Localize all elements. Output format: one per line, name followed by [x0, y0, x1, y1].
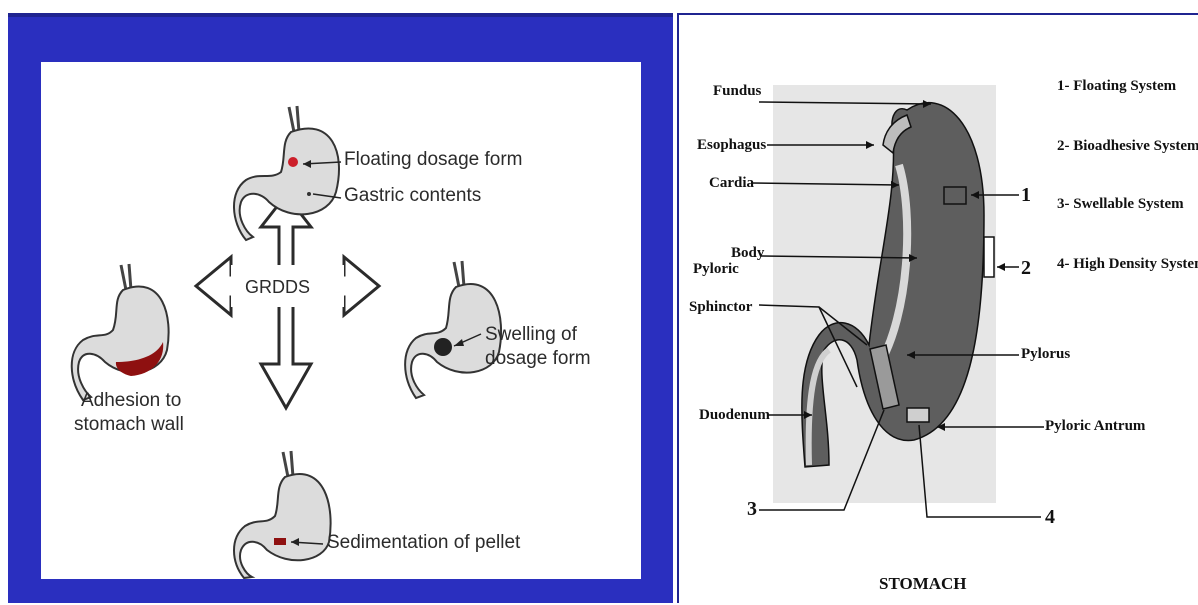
body-label: Body: [731, 245, 764, 262]
stomach-sedimentation-illustration: [234, 451, 331, 578]
stomach-adhesion-illustration: [72, 264, 169, 400]
grdds-drawing: [41, 62, 641, 579]
adhesion-label-line1: Adhesion to: [81, 390, 181, 412]
stomach-caption: STOMACH: [879, 575, 967, 592]
pyloric-label: Pyloric: [693, 261, 739, 278]
grdds-label: GRDDS: [245, 276, 310, 298]
marker-4-high-density: [907, 408, 929, 422]
pyloric-antrum-label: Pyloric Antrum: [1045, 418, 1145, 435]
number-4-label: 4: [1045, 507, 1055, 527]
sphinctor-label: Sphinctor: [689, 299, 752, 316]
system-list-item-1: 1- Floating System: [1057, 77, 1176, 95]
esophagus-label: Esophagus: [697, 137, 766, 154]
sedimented-pellet: [274, 538, 286, 545]
system-list-item-2: 2- Bioadhesive System: [1057, 137, 1198, 155]
swollen-dosage-form: [434, 338, 452, 356]
number-1-label: 1: [1021, 185, 1031, 205]
system-list-item-4: 4- High Density System: [1057, 255, 1198, 273]
number-2-label: 2: [1021, 258, 1031, 278]
grdds-diagram: GRDDS Floating dosage form Gastric conte…: [41, 62, 641, 579]
swelling-label-line2: dosage form: [485, 348, 591, 370]
adhesion-label-line2: stomach wall: [74, 414, 184, 436]
fundus-label: Fundus: [713, 83, 761, 100]
pylorus-label: Pylorus: [1021, 346, 1070, 363]
right-stomach-panel: Fundus Esophagus Cardia Body Pyloric Sph…: [677, 13, 1198, 603]
number-3-label: 3: [747, 499, 757, 519]
cardia-label: Cardia: [709, 175, 754, 192]
swelling-label-line1: Swelling of: [485, 324, 577, 346]
gastric-contents-label: Gastric contents: [344, 185, 481, 207]
system-list-item-3: 3- Swellable System: [1057, 195, 1184, 213]
duodenum-label: Duodenum: [699, 407, 770, 424]
floating-dosage-label: Floating dosage form: [344, 149, 523, 171]
left-slide-panel: GRDDS Floating dosage form Gastric conte…: [8, 13, 673, 603]
sedimentation-label: Sedimentation of pellet: [327, 532, 520, 554]
marker-2-bioadhesive: [984, 237, 994, 277]
floating-dosage-dot: [288, 157, 298, 167]
